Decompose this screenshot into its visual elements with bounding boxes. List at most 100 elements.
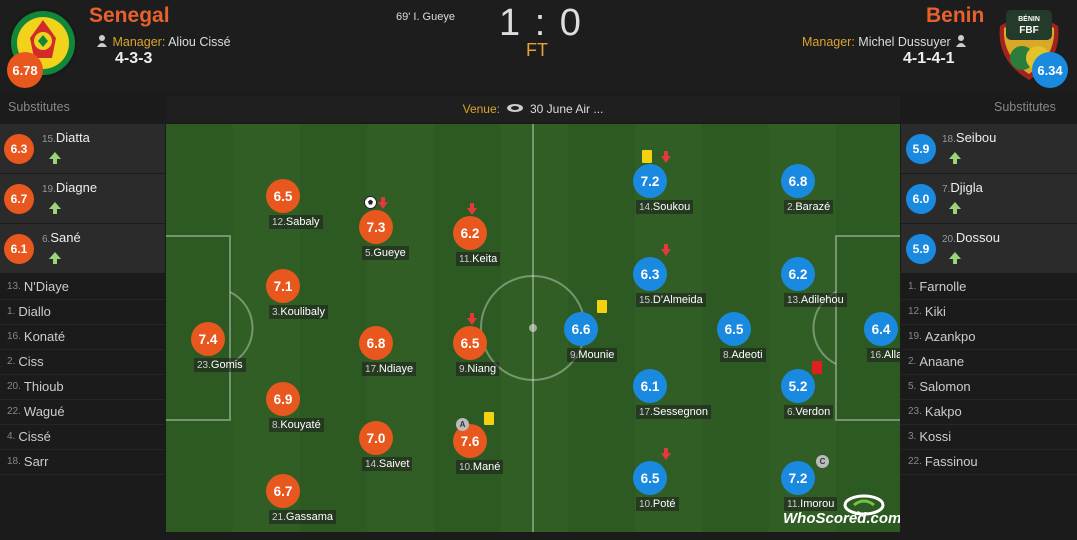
player-name-label: 15.D'Almeida: [636, 293, 706, 307]
bench-number: 1.: [7, 306, 16, 317]
player-name-label: 6.Verdon: [784, 405, 834, 419]
player-name: Soukou: [652, 201, 691, 213]
bench-name[interactable]: Farnolle: [919, 279, 967, 294]
player-number: 16.: [870, 350, 884, 361]
whoscored-logo-icon: [842, 494, 886, 521]
sub-name[interactable]: Diatta: [55, 130, 90, 145]
player-name: Verdon: [795, 406, 831, 418]
sub-rating: 5.9: [906, 234, 936, 264]
player-name-label: 5.Gueye: [362, 246, 409, 260]
yellow-card-icon: [597, 300, 607, 318]
whoscored-brand[interactable]: WhoScored.com: [783, 510, 900, 527]
goal-icon: [364, 196, 377, 214]
away-team-name[interactable]: Benin: [926, 4, 985, 27]
bench-name[interactable]: Salomon: [919, 379, 971, 394]
sub-rating: 6.1: [4, 234, 34, 264]
away-bench-row[interactable]: 19.Azankpo: [901, 324, 1077, 350]
home-sub-row[interactable]: 6.3 15.Diatta: [0, 124, 165, 174]
sub-name[interactable]: Djigla: [950, 180, 983, 195]
sub-rating: 6.0: [906, 184, 936, 214]
venue-name[interactable]: 30 June Air ...: [529, 102, 604, 116]
away-bench-row[interactable]: 5.Salomon: [901, 374, 1077, 400]
player-name: Adeoti: [731, 349, 763, 361]
sub-in-arrow-icon: [48, 201, 62, 215]
home-bench-row[interactable]: 13.N'Diaye: [0, 274, 165, 300]
sub-rating: 6.3: [4, 134, 34, 164]
sub-name[interactable]: Diagne: [55, 180, 98, 195]
sub-name[interactable]: Sané: [50, 230, 81, 245]
player-name-label: 21.Gassama: [269, 510, 336, 524]
bench-name[interactable]: Fassinou: [924, 454, 978, 469]
bench-name[interactable]: Anaane: [919, 354, 965, 369]
player-number: 6.: [787, 407, 796, 418]
away-manager: Manager: Michel Dussuyer: [802, 34, 968, 49]
bench-name[interactable]: Kossi: [919, 429, 952, 444]
bench-name[interactable]: Azankpo: [924, 329, 976, 344]
away-bench-row[interactable]: 2.Anaane: [901, 349, 1077, 375]
bench-name[interactable]: Sarr: [23, 454, 49, 469]
bench-name[interactable]: Kakpo: [924, 404, 962, 419]
bench-name[interactable]: Ciss: [18, 354, 44, 369]
player-rating: 6.8: [781, 164, 815, 198]
player-name-label: 2.Barazé: [784, 200, 834, 214]
yellow-card-icon: [642, 150, 652, 168]
yellow-card-icon: [484, 412, 494, 430]
bench-name[interactable]: Konaté: [23, 329, 66, 344]
away-sub-row[interactable]: 5.9 20.Dossou: [901, 224, 1077, 274]
player-name: Gomis: [210, 359, 243, 371]
away-team-rating: 6.34: [1032, 52, 1068, 88]
venue-label: Venue:: [462, 102, 500, 116]
player-rating: 7.1: [266, 269, 300, 303]
sub-name[interactable]: Dossou: [955, 230, 1000, 245]
sub-rating: 5.9: [906, 134, 936, 164]
bench-name[interactable]: Thioub: [23, 379, 64, 394]
venue-bar: Venue: 30 June Air ...: [166, 96, 900, 122]
sub-label: 6.Sané: [42, 229, 81, 247]
substituted-off-icon: [660, 243, 672, 262]
bench-name[interactable]: N'Diaye: [23, 279, 70, 294]
bench-name[interactable]: Cissé: [18, 429, 51, 444]
player-name: Barazé: [795, 201, 831, 213]
sub-number: 15.: [42, 134, 56, 145]
home-bench-row[interactable]: 2.Ciss: [0, 349, 165, 375]
away-bench-row[interactable]: 22.Fassinou: [901, 449, 1077, 475]
player-name-label: 8.Kouyaté: [269, 418, 324, 432]
bench-name[interactable]: Wagué: [23, 404, 65, 419]
home-bench-row[interactable]: 4.Cissé: [0, 424, 165, 450]
player-name-label: 23.Gomis: [194, 358, 246, 372]
player-number: 2.: [787, 202, 796, 213]
home-bench-row[interactable]: 1.Diallo: [0, 299, 165, 325]
away-bench-row[interactable]: 1.Farnolle: [901, 274, 1077, 300]
player-number: 3.: [272, 307, 281, 318]
home-sub-row[interactable]: 6.1 6.Sané: [0, 224, 165, 274]
away-bench-row[interactable]: 12.Kiki: [901, 299, 1077, 325]
home-bench-row[interactable]: 18.Sarr: [0, 449, 165, 475]
away-bench-row[interactable]: 3.Kossi: [901, 424, 1077, 450]
player-number: 8.: [272, 420, 281, 431]
home-formation: 4-3-3: [115, 50, 153, 67]
away-bench-row[interactable]: 23.Kakpo: [901, 399, 1077, 425]
player-name-label: 11.Keita: [456, 252, 501, 266]
home-team-name[interactable]: Senegal: [89, 4, 170, 27]
assist-badge: A: [456, 418, 469, 431]
player-name: Gassama: [285, 511, 333, 523]
home-bench-row[interactable]: 22.Wagué: [0, 399, 165, 425]
bench-name[interactable]: Diallo: [18, 304, 51, 319]
player-number: 9.: [459, 364, 468, 375]
home-team-rating: 6.78: [7, 52, 43, 88]
home-manager-label: Manager:: [112, 35, 166, 49]
home-bench-row[interactable]: 16.Konaté: [0, 324, 165, 350]
sub-name[interactable]: Seibou: [955, 130, 997, 145]
sub-label: 20.Dossou: [942, 229, 1000, 247]
player-rating: 5.2: [781, 369, 815, 403]
bench-number: 1.: [908, 281, 917, 292]
player-name-label: 12.Sabaly: [269, 215, 323, 229]
player-number: 9.: [570, 350, 579, 361]
home-bench-row[interactable]: 20.Thioub: [0, 374, 165, 400]
bench-number: 22.: [7, 406, 21, 417]
sub-in-arrow-icon: [48, 151, 62, 165]
bench-name[interactable]: Kiki: [924, 304, 946, 319]
